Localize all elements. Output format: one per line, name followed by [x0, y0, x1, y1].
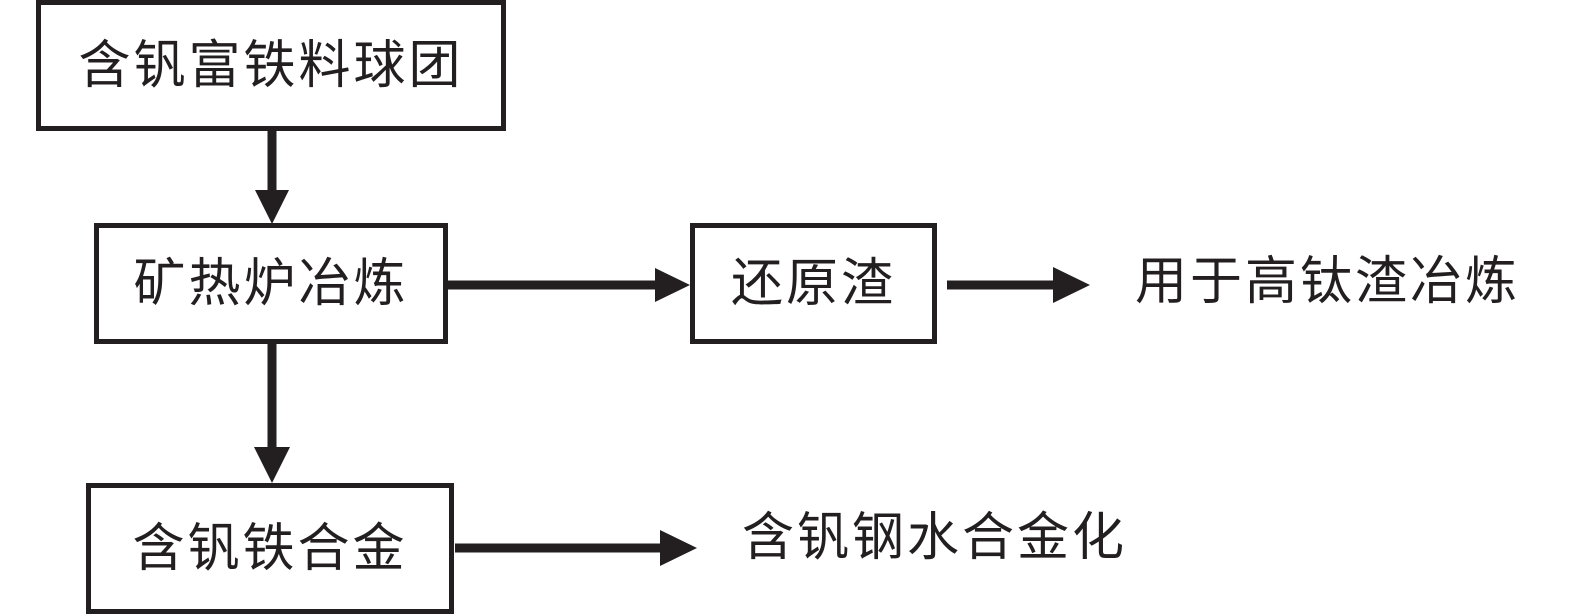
arrow-smelt-to-slag: [448, 268, 690, 302]
node-slag[interactable]: 还原渣: [690, 223, 937, 344]
node-alloy[interactable]: 含钒铁合金: [86, 483, 454, 614]
node-feed[interactable]: 含钒富铁料球团: [36, 0, 506, 131]
label-high-titanium-slag-smelting: 用于高钛渣冶炼: [1135, 252, 1521, 312]
label-molten-steel-alloying: 含钒钢水合金化: [742, 508, 1128, 568]
arrow-smelt-to-alloy: [254, 344, 290, 483]
node-smelt[interactable]: 矿热炉冶炼: [94, 223, 448, 344]
node-feed-label: 含钒富铁料球团: [78, 35, 464, 96]
arrow-feed-to-smelt: [255, 131, 289, 224]
node-slag-label: 还原渣: [730, 253, 896, 314]
node-smelt-label: 矿热炉冶炼: [133, 253, 409, 314]
node-alloy-label: 含钒铁合金: [132, 518, 408, 579]
arrow-slag-to-hi-ti: [947, 267, 1090, 303]
arrow-alloy-to-alloying: [455, 530, 697, 566]
